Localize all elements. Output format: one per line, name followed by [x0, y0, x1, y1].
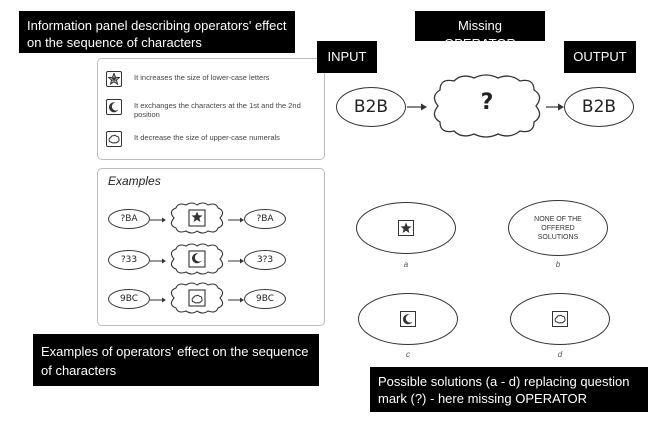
cloud-icon: [552, 311, 568, 327]
info-text: It increases the size of lower-case lett…: [134, 73, 270, 82]
solution-a[interactable]: [356, 202, 456, 254]
arrow: [228, 258, 244, 264]
moon-icon: [192, 253, 202, 264]
info-text: It decrease the size of upper-case numer…: [134, 133, 280, 142]
solution-d[interactable]: [510, 293, 610, 345]
missing-operator-cloud: [433, 74, 541, 138]
solution-label-a: a: [403, 260, 409, 269]
callout-missing-operator: Missing OPERATOR: [415, 11, 545, 51]
puzzle-input: B2B: [336, 87, 406, 127]
example-output: 3?3: [244, 250, 286, 270]
callout-possible-solutions: Possible solutions (a - d) replacing que…: [370, 367, 648, 412]
callout-examples-effect: Examples of operators' effect on the seq…: [33, 334, 319, 386]
star-icon: [191, 211, 203, 222]
example-input: ?BA: [108, 209, 150, 229]
solution-b-text: NONE OF THE OFFERED SOLUTIONS: [534, 215, 582, 241]
arrow: [228, 217, 244, 223]
star-icon: [106, 71, 122, 87]
moon-icon: [106, 99, 122, 115]
info-item-star: It increases the size of lower-case lett…: [106, 71, 304, 87]
arrow: [150, 217, 166, 223]
example-input: 9BC: [108, 289, 150, 309]
arrow: [228, 297, 244, 303]
arrow: [407, 103, 427, 111]
puzzle-output-value: B2B: [581, 97, 617, 117]
cloud-icon: [106, 131, 122, 147]
callout-info-panel: Information panel describing operators' …: [19, 11, 295, 53]
callout-output: OUTPUT: [564, 41, 636, 73]
arrow: [546, 103, 564, 111]
arrow: [150, 258, 166, 264]
star-icon: [398, 220, 414, 236]
callout-input: INPUT: [317, 41, 377, 73]
example-operator-cloud: [170, 243, 224, 275]
solution-label-b: b: [555, 260, 561, 269]
moon-icon: [400, 311, 416, 327]
cloud-icon: [191, 294, 203, 304]
info-item-moon: It exchanges the characters at the 1st a…: [106, 99, 304, 119]
solution-label-d: d: [557, 350, 563, 359]
info-panel: It increases the size of lower-case lett…: [97, 58, 325, 160]
example-output: ?BA: [244, 209, 286, 229]
solution-b[interactable]: NONE OF THE OFFERED SOLUTIONS: [508, 200, 608, 256]
puzzle-input-value: B2B: [353, 97, 389, 117]
examples-panel: Examples ?BA ?BA ?33 3?3 9BC 9BC: [97, 168, 325, 326]
example-operator-cloud: [170, 202, 224, 234]
example-input: ?33: [108, 250, 150, 270]
example-output: 9BC: [244, 289, 286, 309]
arrow: [150, 297, 166, 303]
solution-label-c: c: [406, 350, 410, 359]
examples-title: Examples: [108, 174, 161, 188]
puzzle-output: B2B: [564, 87, 634, 127]
missing-operator-mark: ?: [480, 90, 494, 115]
info-item-cloud: It decrease the size of upper-case numer…: [106, 131, 304, 147]
info-text: It exchanges the characters at the 1st a…: [134, 101, 301, 119]
example-operator-cloud: [170, 282, 224, 314]
solution-c[interactable]: [358, 293, 458, 345]
